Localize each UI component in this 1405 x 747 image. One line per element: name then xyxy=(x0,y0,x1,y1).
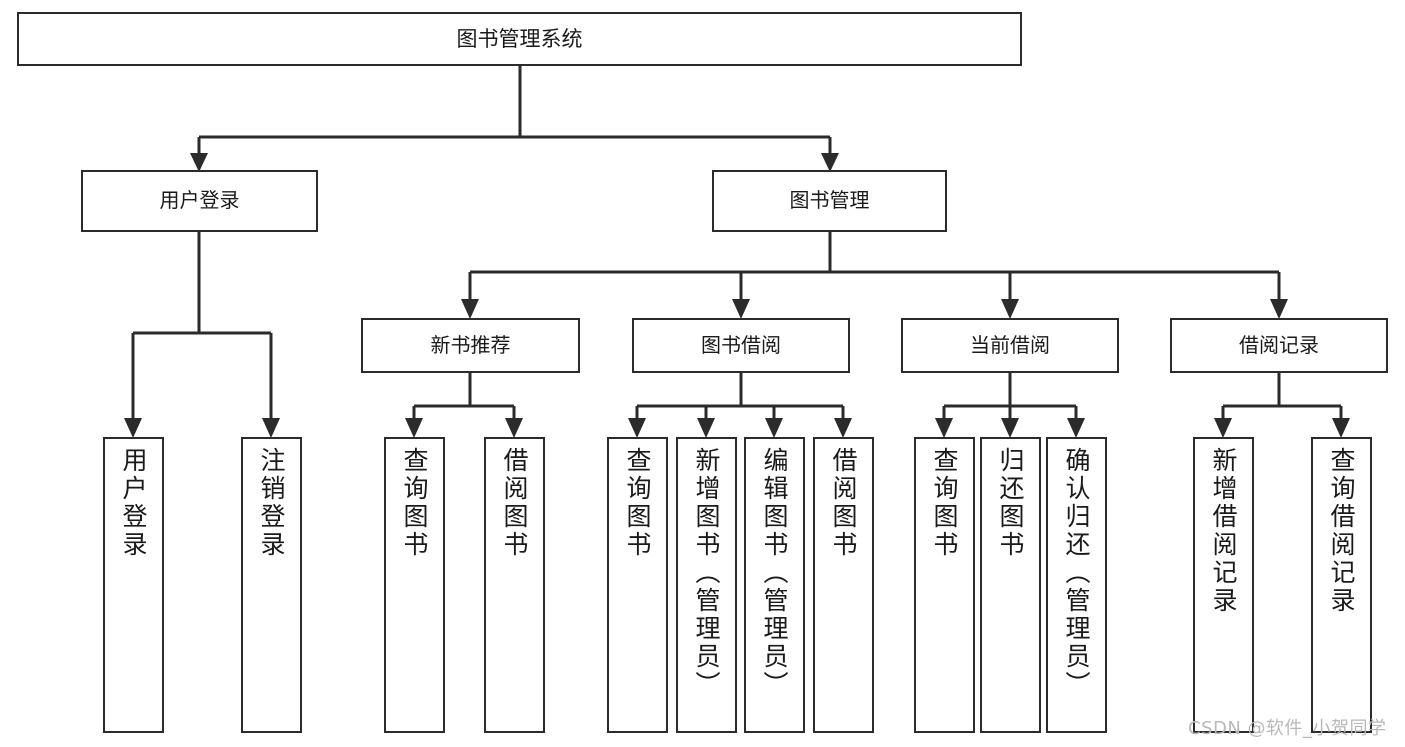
node-leaf-confirm-return-admin[interactable]: 确认归还（管理员） xyxy=(1046,437,1107,733)
node-leaf-query-borrow-record[interactable]: 查询借阅记录 xyxy=(1311,437,1372,733)
node-label: 图书借阅 xyxy=(701,332,781,357)
node-label: 确认归还（管理员） xyxy=(1062,447,1091,699)
node-root-system[interactable]: 图书管理系统 xyxy=(17,12,1022,66)
node-label: 新书推荐 xyxy=(430,332,511,357)
node-label: 查询图书 xyxy=(400,447,429,559)
node-label: 借阅记录 xyxy=(1239,332,1319,357)
node-label: 借阅图书 xyxy=(829,447,858,559)
node-label: 查询借阅记录 xyxy=(1327,447,1356,615)
node-label: 图书管理 xyxy=(789,188,870,213)
node-user-login[interactable]: 用户登录 xyxy=(81,170,318,232)
node-leaf-add-borrow-record[interactable]: 新增借阅记录 xyxy=(1193,437,1254,733)
csdn-watermark: CSDN @软件_小贺同学 xyxy=(1188,718,1387,739)
node-leaf-query-book-recommend[interactable]: 查询图书 xyxy=(384,437,445,733)
node-label: 编辑图书（管理员） xyxy=(760,447,789,699)
node-label: 用户登录 xyxy=(159,188,240,213)
node-label: 图书管理系统 xyxy=(456,26,583,51)
node-book-borrow[interactable]: 图书借阅 xyxy=(632,318,850,373)
node-label: 归还图书 xyxy=(996,447,1025,559)
node-current-borrow[interactable]: 当前借阅 xyxy=(901,318,1119,373)
node-label: 当前借阅 xyxy=(970,332,1050,357)
node-leaf-logout[interactable]: 注销登录 xyxy=(241,437,302,733)
node-leaf-user-login[interactable]: 用户登录 xyxy=(103,437,164,733)
node-leaf-query-book-current[interactable]: 查询图书 xyxy=(914,437,975,733)
node-new-book-recommend[interactable]: 新书推荐 xyxy=(361,318,580,373)
node-leaf-edit-book-admin[interactable]: 编辑图书（管理员） xyxy=(744,437,805,733)
node-label: 借阅图书 xyxy=(500,447,529,559)
node-label: 查询图书 xyxy=(930,447,959,559)
node-label: 查询图书 xyxy=(623,447,652,559)
node-label: 注销登录 xyxy=(257,447,286,559)
node-label: 新增借阅记录 xyxy=(1209,447,1238,615)
node-leaf-return-book[interactable]: 归还图书 xyxy=(980,437,1041,733)
node-leaf-query-book-borrow[interactable]: 查询图书 xyxy=(607,437,668,733)
node-leaf-add-book-admin[interactable]: 新增图书（管理员） xyxy=(676,437,737,733)
node-book-management[interactable]: 图书管理 xyxy=(712,170,947,232)
node-label: 新增图书（管理员） xyxy=(692,447,721,699)
node-leaf-borrow-book[interactable]: 借阅图书 xyxy=(813,437,874,733)
node-borrow-record[interactable]: 借阅记录 xyxy=(1170,318,1388,373)
node-leaf-borrow-book-recommend[interactable]: 借阅图书 xyxy=(484,437,545,733)
node-label: 用户登录 xyxy=(119,447,148,559)
